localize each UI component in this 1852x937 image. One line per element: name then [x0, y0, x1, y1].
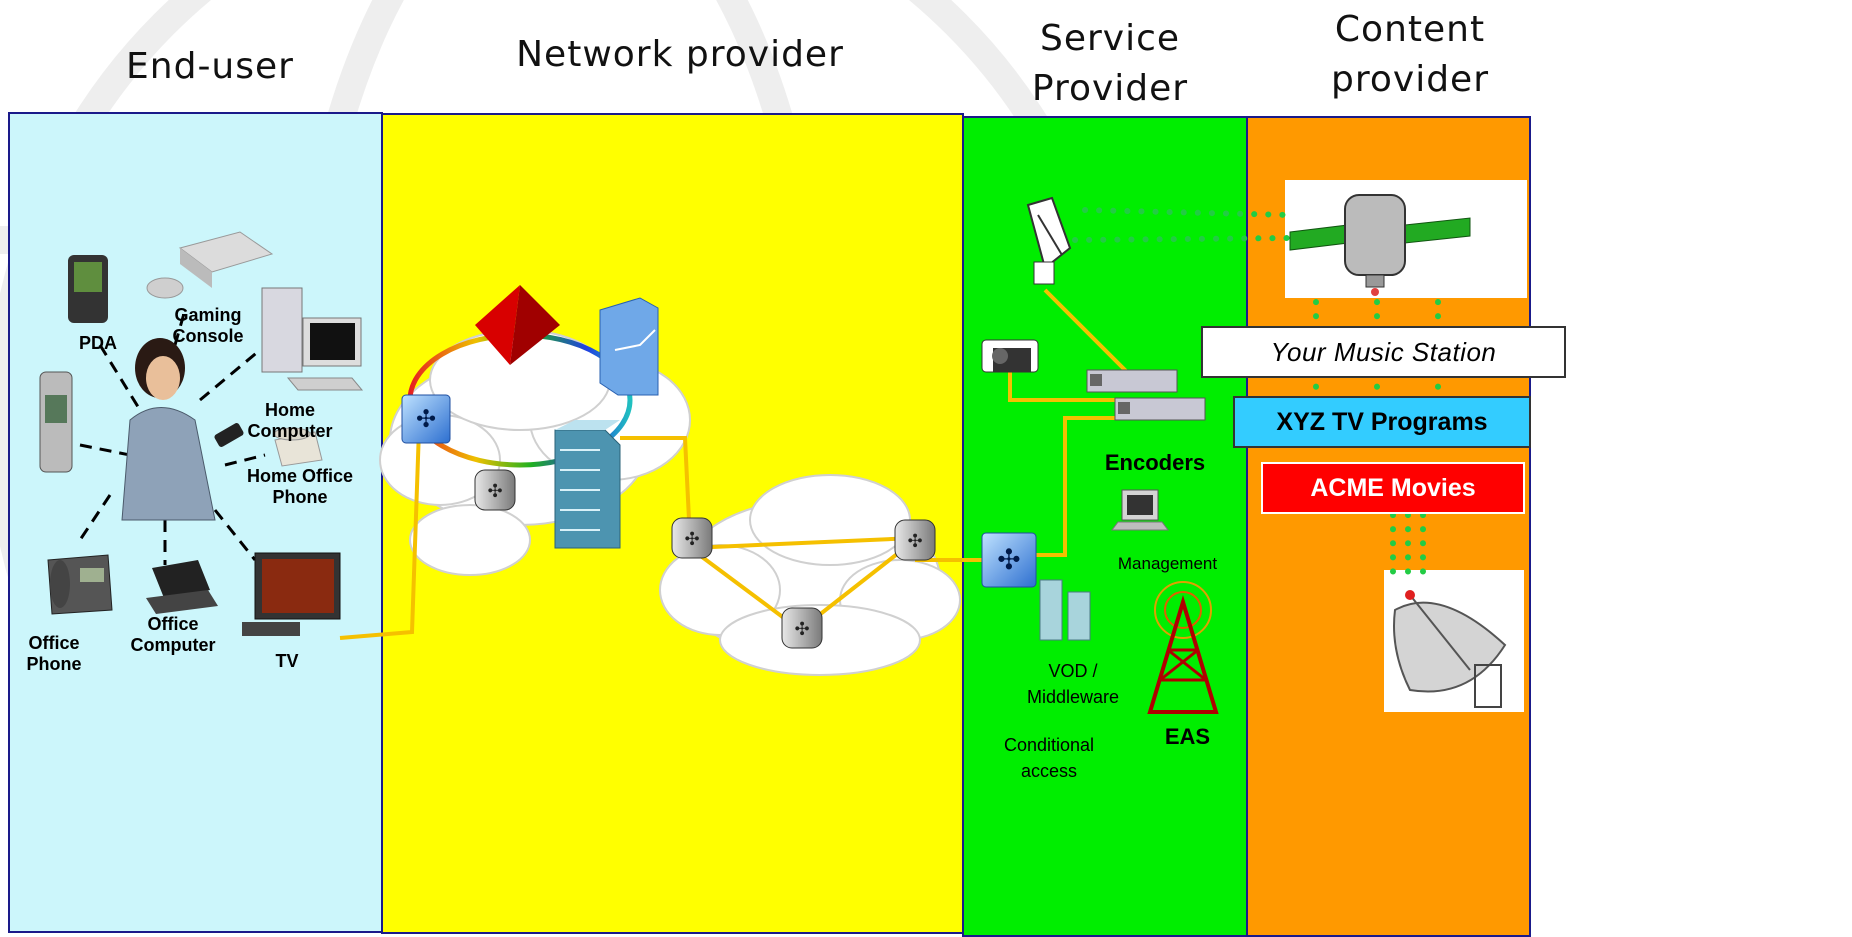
dashed-links	[78, 309, 266, 565]
management-computer-icon	[1111, 489, 1169, 531]
channel-your-music-station: Your Music Station	[1201, 326, 1566, 378]
encoder-icon-2	[1114, 397, 1206, 421]
svg-text:✣: ✣	[907, 531, 922, 552]
office-computer-icon	[146, 560, 218, 614]
svg-text:✣: ✣	[997, 543, 1020, 576]
tv-icon	[242, 552, 341, 636]
gaming-console-icon	[146, 231, 274, 299]
router-icon-3: ✣	[894, 519, 936, 561]
label-home-office-phone: Home Office Phone	[246, 466, 354, 507]
encoder-icon-1	[1086, 369, 1178, 393]
label-vod-middleware: VOD / Middleware	[1026, 661, 1120, 707]
label-tv: TV	[275, 651, 299, 671]
label-eas: EAS	[1164, 724, 1211, 749]
channel-acme-movies: ACME Movies	[1261, 462, 1525, 514]
router-switch-icon: ✣	[981, 532, 1037, 588]
svg-text:✣: ✣	[487, 481, 502, 502]
red-pyramid-icon	[475, 285, 560, 365]
channel-xyz-tv-programs: XYZ TV Programs	[1233, 396, 1531, 448]
home-office-phone-icon	[273, 427, 323, 467]
svg-text:✣: ✣	[416, 405, 436, 433]
header-service-provider: Service Provider	[1031, 18, 1189, 109]
header-network-provider: Network provider	[516, 34, 844, 75]
eas-tower-icon	[1147, 581, 1219, 714]
blue-server-icon	[599, 297, 659, 396]
label-home-computer: Home Computer	[247, 400, 333, 441]
header-end-user: End-user	[126, 46, 294, 87]
label-gaming-console: Gaming Console	[172, 305, 244, 346]
label-office-computer: Office Computer	[130, 614, 216, 655]
label-pda: PDA	[78, 333, 117, 353]
vod-servers-icon	[1039, 579, 1091, 641]
svg-text:✣: ✣	[794, 619, 809, 640]
office-phone-icon	[47, 554, 113, 615]
video-camera-icon	[981, 339, 1039, 373]
satellite-dish-icon	[1026, 196, 1072, 285]
cell-phone-icon	[39, 371, 73, 473]
uplink-dish-icon	[1393, 590, 1507, 708]
router-icon-2: ✣	[671, 517, 713, 559]
blue-switch-icon: ✣	[401, 394, 451, 444]
router-icon-4: ✣	[781, 607, 823, 649]
home-computer-icon	[261, 287, 364, 391]
header-content-provider: Content provider	[1331, 9, 1489, 100]
router-icon-1: ✣	[474, 469, 516, 511]
office-building-icon	[554, 420, 621, 549]
pda-icon	[68, 255, 108, 323]
service-provider-panel	[962, 116, 1248, 937]
label-office-phone: Office Phone	[26, 633, 82, 674]
label-conditional-access: Conditional access	[1003, 735, 1095, 781]
label-management: Management	[1117, 554, 1218, 573]
satellite-icon	[1289, 194, 1471, 296]
svg-text:✣: ✣	[684, 529, 699, 550]
end-user-person-icon	[121, 338, 244, 521]
label-encoders: Encoders	[1104, 450, 1206, 475]
